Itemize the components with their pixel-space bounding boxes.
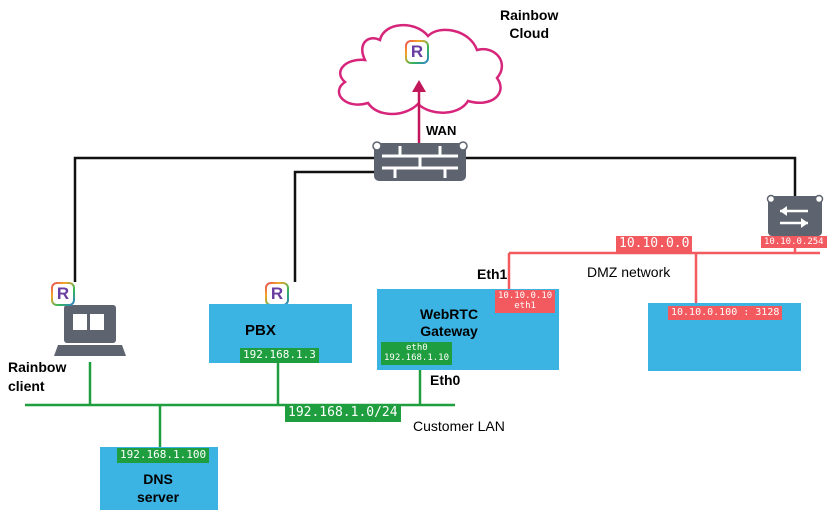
wan-label: WAN (426, 123, 457, 138)
client-rainbow-logo-icon: R (51, 282, 75, 306)
dmz-network-label: DMZ network (587, 264, 671, 280)
rainbow-logo-icon: R (405, 40, 429, 64)
dns-label-line1: DNS (143, 471, 173, 487)
eth1-ip: 10.10.0.10 (498, 291, 553, 301)
pbx-rainbow-logo-icon: R (265, 282, 289, 306)
rainbow-cloud-shape (337, 23, 504, 116)
customer-lan-label: Customer LAN (413, 418, 505, 434)
gateway-label-line1: WebRTC (420, 306, 479, 322)
client-label-line2: client (8, 378, 45, 394)
router-icon (766, 194, 824, 236)
cloud-title-line1: Rainbow (500, 7, 559, 23)
cloud-title-line2: Cloud (509, 25, 549, 41)
gateway-label: WebRTC Gateway (420, 306, 478, 340)
dns-server-label: DNS server (137, 470, 179, 506)
lan-network-address: 192.168.1.0/24 (285, 405, 401, 422)
dns-ip-label: 192.168.1.100 (117, 448, 210, 463)
rainbow-logo-letter: R (407, 42, 427, 62)
eth0-ip: 192.168.1.10 (384, 353, 450, 364)
eth0-label: Eth0 (430, 372, 461, 388)
eth1-ip-label: 10.10.0.10 eth1 (495, 290, 556, 313)
eth1-label: Eth1 (477, 266, 508, 282)
pbx-logo-letter: R (267, 284, 287, 304)
eth0-interface: eth0 (406, 343, 428, 353)
client-logo-letter: R (53, 284, 73, 304)
router-uplink (465, 156, 797, 196)
pbx-label: PBX (245, 322, 276, 339)
pbx-uplink (293, 170, 374, 282)
client-uplink (73, 156, 374, 282)
dmz-network-address: 10.10.0.0 (616, 236, 693, 253)
client-label-line1: Rainbow (8, 359, 67, 375)
cloud-title: Rainbow Cloud (500, 6, 558, 42)
proxy-ip-label: 10.10.0.100 : 3128 (668, 306, 783, 320)
laptop-icon (54, 305, 126, 356)
eth0-ip-label: eth0 192.168.1.10 (381, 342, 453, 365)
pbx-ip-label: 192.168.1.3 (240, 348, 319, 363)
eth1-interface: eth1 (514, 301, 536, 312)
dns-label-line2: server (137, 489, 180, 505)
router-ip-label: 10.10.0.254 (761, 236, 827, 249)
firewall-icon (372, 141, 468, 181)
rainbow-client-label: Rainbow client (8, 358, 66, 396)
gateway-label-line2: Gateway (420, 323, 478, 339)
wan-arrowhead (412, 80, 426, 92)
